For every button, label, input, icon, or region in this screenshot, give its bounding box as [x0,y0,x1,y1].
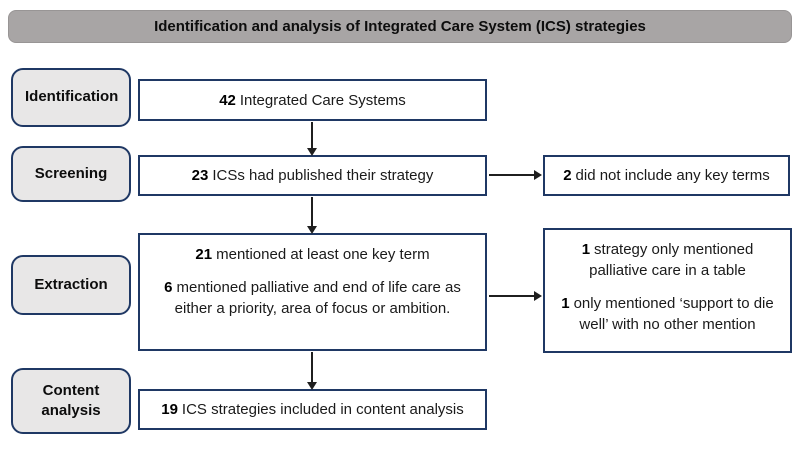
arrow-right-screening-exclusion [489,170,542,180]
box-number: 2 [563,167,572,184]
arrow-down-identification-to-screening [307,122,317,156]
box-number: 1 [561,295,570,312]
box-number: 21 [195,246,213,263]
arrow-down-screening-to-extraction [307,197,317,234]
stage-label-content-analysis: Content analysis [11,368,131,434]
title-text: Identification and analysis of Integrate… [154,18,646,35]
stage-label-text: Content analysis [41,381,101,419]
stage-label-extraction: Extraction [11,255,131,315]
arrow-down-extraction-to-content-analysis [307,352,317,390]
box-number: 42 [219,91,236,109]
box-number: 1 [581,241,591,258]
stage-label-text: Identification [25,88,119,106]
stage-label-screening: Screening [11,146,131,202]
box-number: 6 [164,279,173,296]
arrow-right-extraction-exclusion [489,291,542,301]
stage-label-identification: Identification [11,68,131,127]
stage-label-text: Screening [34,164,108,182]
stage-label-text: Extraction [34,275,108,293]
box-number: 23 [191,167,209,184]
box-number: 19 [161,401,178,418]
title-bar: Identification and analysis of Integrate… [8,10,792,43]
